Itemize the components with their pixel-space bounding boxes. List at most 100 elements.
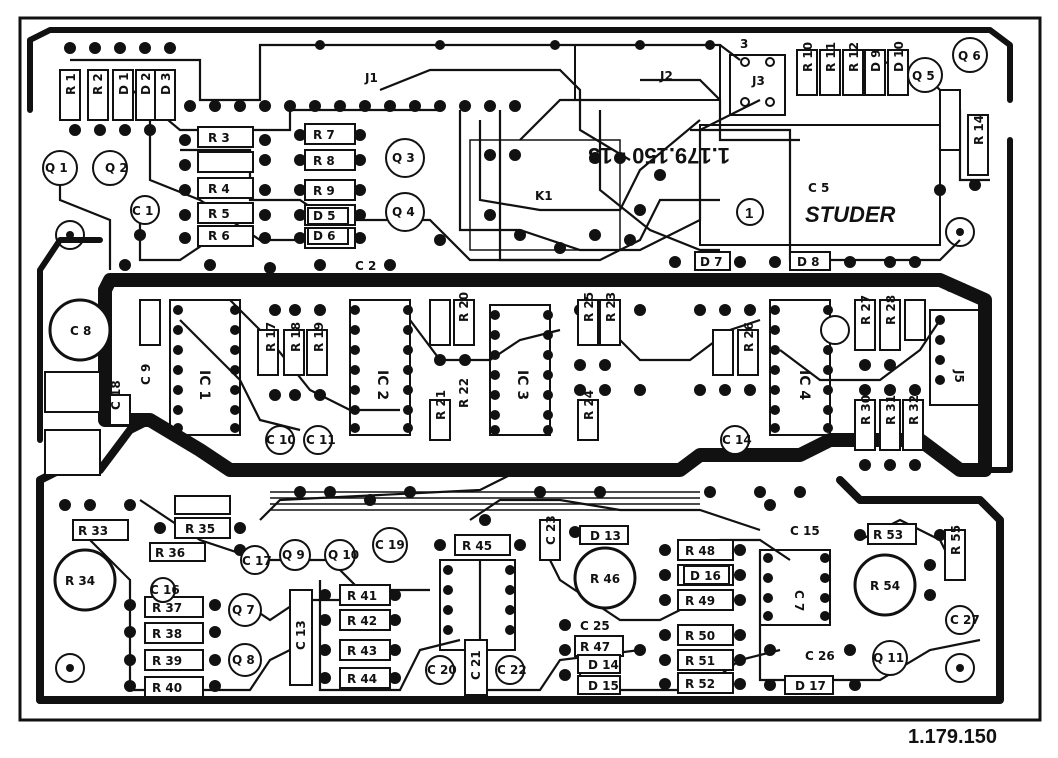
label-d16: D 16 <box>690 569 721 583</box>
rev-circle <box>736 198 764 226</box>
label-r20: R 20 <box>457 292 471 322</box>
label-d14: D 14 <box>588 658 619 672</box>
label-r46: R 46 <box>590 572 620 586</box>
label-d3: D 3 <box>159 73 173 96</box>
label-c11: C 11 <box>306 433 336 447</box>
label-r17: R 17 <box>264 322 278 352</box>
label-j1: J1 <box>364 71 378 85</box>
label-r28: R 28 <box>884 295 898 325</box>
label-d10: D 10 <box>892 41 906 72</box>
label-r8: R 8 <box>313 154 335 168</box>
label-r55: R 55 <box>949 525 963 555</box>
component-pads <box>59 124 981 692</box>
label-c13: C 13 <box>294 620 308 650</box>
label-q3: Q 3 <box>392 151 415 165</box>
label-r18: R 18 <box>289 322 303 352</box>
label-r40: R 40 <box>152 681 182 695</box>
label-d1: D 1 <box>117 73 131 96</box>
label-r26: R 26 <box>742 322 756 352</box>
label-r12: R 12 <box>847 42 861 72</box>
ic-pins <box>173 305 945 635</box>
j1-pins <box>64 40 715 112</box>
label-r32: R 32 <box>907 395 921 425</box>
label-q9: Q 9 <box>282 548 305 562</box>
label-d13: D 13 <box>590 529 621 543</box>
label-r49: R 49 <box>685 594 715 608</box>
label-c22: C 22 <box>497 663 527 677</box>
label-r4: R 4 <box>208 182 230 196</box>
label-r30: R 30 <box>859 395 873 425</box>
label-r51: R 51 <box>685 654 715 668</box>
label-r43: R 43 <box>347 644 377 658</box>
label-c20: C 20 <box>427 663 457 677</box>
label-c23: C 23 <box>544 515 558 545</box>
label-r3: R 3 <box>208 131 230 145</box>
label-j3: J3 <box>751 74 765 88</box>
label-r31: R 31 <box>884 395 898 425</box>
bus-lines <box>270 491 700 511</box>
label-d17: D 17 <box>795 679 826 693</box>
k1-area <box>469 139 621 251</box>
label-q1: Q 1 <box>45 161 68 175</box>
trimmer-pots <box>48 298 917 617</box>
label-ic1: IC 1 <box>196 370 212 400</box>
label-r9: R 9 <box>313 184 335 198</box>
label-r39: R 39 <box>152 654 182 668</box>
label-r45: R 45 <box>462 539 492 553</box>
label-r54: R 54 <box>870 579 900 593</box>
label-r52: R 52 <box>685 677 715 691</box>
label-d5: D 5 <box>313 209 336 223</box>
label-r41: R 41 <box>347 589 377 603</box>
label-r47: R 47 <box>580 640 610 654</box>
label-q6: Q 6 <box>958 49 981 63</box>
label-r36: R 36 <box>155 546 185 560</box>
label-r38: R 38 <box>152 627 182 641</box>
label-q7: Q 7 <box>232 603 255 617</box>
label-d7: D 7 <box>700 255 723 269</box>
transistor-cans <box>42 37 988 677</box>
label-c8: C 8 <box>70 324 91 338</box>
label-q11: Q 11 <box>873 651 904 665</box>
label-q8: Q 8 <box>232 653 255 667</box>
label-c5: C 5 <box>808 181 829 195</box>
label-r24: R 24 <box>582 390 596 420</box>
label-j2: J2 <box>659 69 673 83</box>
label-r14: R 14 <box>972 115 986 145</box>
label-c21: C 21 <box>469 650 483 680</box>
label-q5: Q 5 <box>912 69 935 83</box>
label-r42: R 42 <box>347 614 377 628</box>
j3-connector <box>729 54 786 116</box>
label-k1: K1 <box>535 189 553 203</box>
label-c16: C 16 <box>150 583 180 597</box>
left-blocks <box>44 371 488 696</box>
label-d2: D 2 <box>139 73 153 96</box>
label-c1: C 1 <box>132 204 153 218</box>
electrolytic-caps <box>130 195 975 685</box>
label-d9: D 9 <box>869 50 883 73</box>
label-r5: R 5 <box>208 207 230 221</box>
label-c18: C 18 <box>109 380 123 410</box>
label-r53: R 53 <box>873 528 903 542</box>
label-c10: C 10 <box>266 433 296 447</box>
brand-logo: STUDER <box>805 202 896 227</box>
label-r25: R 25 <box>582 292 596 322</box>
label-c27: C 27 <box>950 613 980 627</box>
label-q4: Q 4 <box>392 205 415 219</box>
figure-caption: 1.179.150 <box>908 726 997 748</box>
label-j5: J5 <box>952 369 966 383</box>
resistor-bodies <box>59 49 989 698</box>
label-r48: R 48 <box>685 544 715 558</box>
label-r27: R 27 <box>859 295 873 325</box>
label-c2: C 2 <box>355 259 376 273</box>
label-ic3: IC 3 <box>514 370 530 400</box>
label-c15: C 15 <box>790 524 820 538</box>
label-r33: R 33 <box>78 524 108 538</box>
label-r6: R 6 <box>208 229 230 243</box>
label-r44: R 44 <box>347 672 377 686</box>
label-d6: D 6 <box>313 229 336 243</box>
label-r11: R 11 <box>824 42 838 72</box>
label-r7: R 7 <box>313 128 335 142</box>
label-d15: D 15 <box>588 679 619 693</box>
label-r35: R 35 <box>185 522 215 536</box>
label-c6: C 6 <box>945 281 966 295</box>
